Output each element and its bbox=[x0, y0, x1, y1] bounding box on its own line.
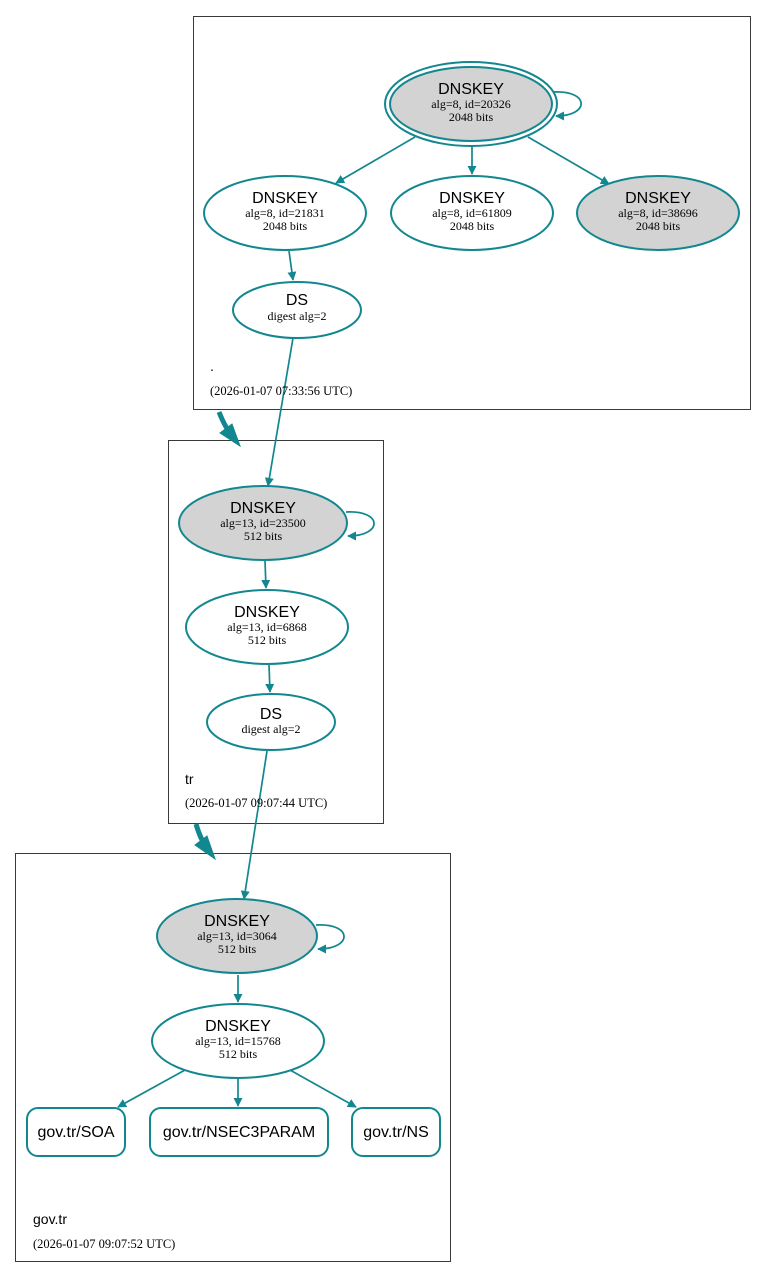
zone-tr-timestamp: (2026-01-07 09:07:44 UTC) bbox=[185, 796, 327, 810]
delegation-tr-to-govtr bbox=[193, 823, 216, 861]
node-key-info: alg=13, id=23500 bbox=[220, 516, 306, 530]
node-key-size: 512 bits bbox=[248, 633, 287, 647]
zone-govtr-name: gov.tr bbox=[33, 1211, 67, 1227]
node-key-size: 2048 bits bbox=[263, 219, 308, 233]
zone-root-timestamp: (2026-01-07 07:33:56 UTC) bbox=[210, 384, 352, 398]
edge-gov-ksk-self bbox=[315, 924, 345, 954]
node-title: DNSKEY bbox=[230, 500, 296, 517]
zone-root-box bbox=[193, 16, 751, 410]
node-title: DNSKEY bbox=[625, 190, 691, 207]
node-key-info: alg=8, id=38696 bbox=[618, 206, 698, 220]
edge-tr-zsk-to-ds bbox=[265, 664, 275, 693]
node-title: DS bbox=[260, 706, 282, 723]
node-title: DNSKEY bbox=[439, 190, 505, 207]
edge-tr-ds-to-gov-ksk bbox=[240, 750, 268, 900]
root-ksk-node[interactable]: DNSKEY alg=8, id=20326 2048 bits bbox=[384, 61, 558, 147]
node-digest-info: digest alg=2 bbox=[241, 722, 300, 736]
node-key-info: alg=8, id=61809 bbox=[432, 206, 512, 220]
gov-zsk-node[interactable]: DNSKEY alg=13, id=15768 512 bits bbox=[151, 1003, 325, 1079]
node-key-size: 2048 bits bbox=[449, 110, 494, 124]
node-title: DNSKEY bbox=[234, 604, 300, 621]
node-key-info: alg=13, id=15768 bbox=[195, 1034, 281, 1048]
zone-govtr-timestamp: (2026-01-07 09:07:52 UTC) bbox=[33, 1237, 175, 1251]
rrset-label: gov.tr/NSEC3PARAM bbox=[163, 1124, 315, 1141]
delegation-root-to-tr bbox=[216, 411, 241, 448]
root-key3-node[interactable]: DNSKEY alg=8, id=38696 2048 bits bbox=[576, 175, 740, 251]
rrset-label: gov.tr/SOA bbox=[37, 1124, 114, 1141]
node-title: DNSKEY bbox=[438, 81, 504, 98]
node-key-info: alg=13, id=6868 bbox=[227, 620, 307, 634]
zone-govtr-box bbox=[15, 853, 451, 1262]
node-title: DNSKEY bbox=[205, 1018, 271, 1035]
node-key-info: alg=13, id=3064 bbox=[197, 929, 277, 943]
edge-root-ksk-to-zsk1 bbox=[335, 136, 416, 184]
edge-root-ds-to-tr-ksk bbox=[264, 337, 294, 487]
rrset-ns-node[interactable]: gov.tr/NS bbox=[351, 1107, 441, 1157]
root-ds-node[interactable]: DS digest alg=2 bbox=[232, 281, 362, 339]
edge-tr-ksk-to-zsk bbox=[261, 560, 271, 589]
node-key-size: 512 bits bbox=[244, 529, 283, 543]
node-key-size: 512 bits bbox=[218, 942, 257, 956]
root-zsk2-node[interactable]: DNSKEY alg=8, id=61809 2048 bits bbox=[390, 175, 554, 251]
tr-ds-node[interactable]: DS digest alg=2 bbox=[206, 693, 336, 751]
root-zsk1-node[interactable]: DNSKEY alg=8, id=21831 2048 bits bbox=[203, 175, 367, 251]
node-title: DNSKEY bbox=[252, 190, 318, 207]
edge-root-ksk-self bbox=[552, 91, 582, 121]
node-key-info: alg=8, id=20326 bbox=[431, 97, 511, 111]
node-digest-info: digest alg=2 bbox=[267, 309, 326, 323]
edge-zsk1-to-ds bbox=[287, 250, 297, 281]
node-key-info: alg=8, id=21831 bbox=[245, 206, 325, 220]
node-key-size: 512 bits bbox=[219, 1047, 258, 1061]
edge-root-ksk-to-key3 bbox=[527, 136, 610, 185]
node-key-size: 2048 bits bbox=[450, 219, 495, 233]
edge-gov-zsk-to-ns bbox=[289, 1069, 357, 1108]
tr-zsk-node[interactable]: DNSKEY alg=13, id=6868 512 bits bbox=[185, 589, 349, 665]
gov-ksk-node[interactable]: DNSKEY alg=13, id=3064 512 bits bbox=[156, 898, 318, 974]
rrset-nsec3param-node[interactable]: gov.tr/NSEC3PARAM bbox=[149, 1107, 329, 1157]
edge-gov-zsk-to-soa bbox=[117, 1069, 186, 1108]
rrset-soa-node[interactable]: gov.tr/SOA bbox=[26, 1107, 126, 1157]
tr-ksk-node[interactable]: DNSKEY alg=13, id=23500 512 bits bbox=[178, 485, 348, 561]
zone-root-name: . bbox=[210, 358, 214, 374]
edge-tr-ksk-self bbox=[345, 511, 375, 541]
node-title: DS bbox=[286, 292, 308, 309]
node-key-size: 2048 bits bbox=[636, 219, 681, 233]
zone-tr-name: tr bbox=[185, 771, 194, 787]
rrset-label: gov.tr/NS bbox=[363, 1124, 429, 1141]
node-title: DNSKEY bbox=[204, 913, 270, 930]
